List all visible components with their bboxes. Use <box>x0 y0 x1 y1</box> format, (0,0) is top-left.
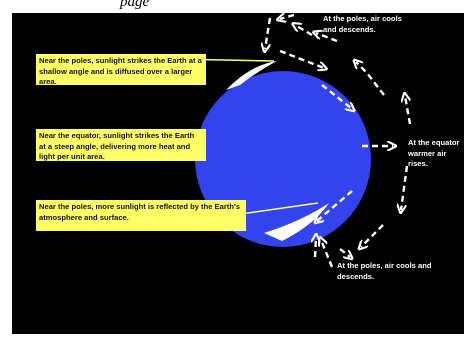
diagram-canvas: Near the poles, sunlight strikes the Ear… <box>12 13 464 334</box>
box-poles-reflected: Near the poles, more sunlight is reflect… <box>36 200 246 231</box>
arrow-upper-arc-b <box>405 96 410 124</box>
arrow-descend-top <box>265 18 270 49</box>
label-top-pole: At the poles, air cools and descends. <box>323 14 409 35</box>
top-caption: page <box>120 0 149 11</box>
arrow-bottom-right <box>340 249 350 257</box>
box-poles-shallow: Near the poles, sunlight strikes the Ear… <box>36 54 206 85</box>
label-bottom-pole: At the poles, air cools and descends. <box>337 261 447 282</box>
arrow-lower-arc <box>401 166 407 210</box>
arrow-top-left-b <box>295 25 312 35</box>
arrow-lower-arc-b <box>361 225 383 247</box>
arrow-upper-arc <box>356 62 384 95</box>
label-equator: At the equator warmer air rises. <box>408 138 462 170</box>
arrow-bottom-up <box>321 240 332 267</box>
box-equator-steep: Near the equator, sunlight strikes the E… <box>36 129 206 161</box>
arrow-top-surface <box>280 51 324 68</box>
arrow-top-left-a <box>280 15 294 19</box>
